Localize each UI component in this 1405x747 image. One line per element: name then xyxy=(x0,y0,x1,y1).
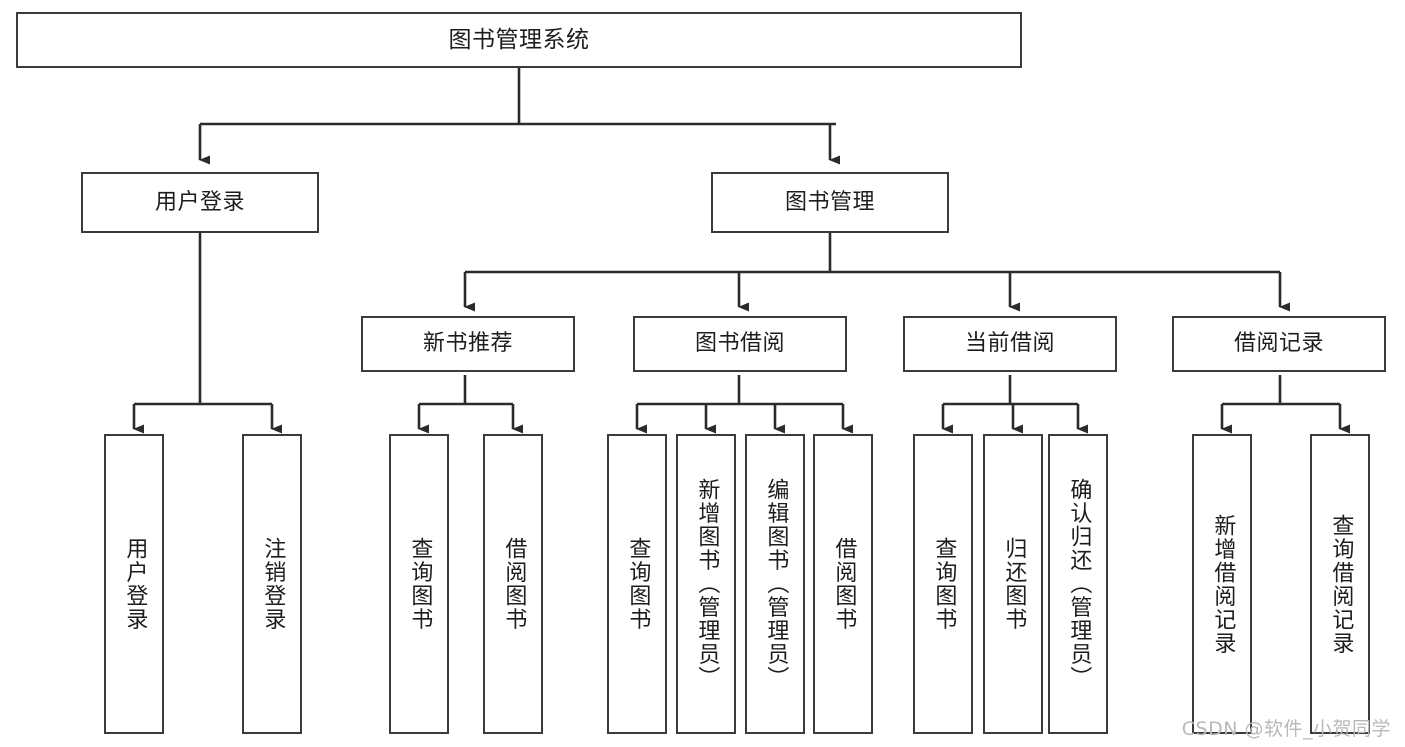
node-book-manage[interactable]: 图书管理 xyxy=(711,172,949,233)
node-leaf-newbook-query-books[interactable]: 查询图书 xyxy=(389,434,449,734)
node-current-borrow[interactable]: 当前借阅 xyxy=(903,316,1117,372)
node-borrow-record-label: 借阅记录 xyxy=(1233,331,1324,357)
node-leaf-bookborrow-edit-book-label: 编辑图书（管理员） xyxy=(763,478,789,690)
node-leaf-currentborrow-return-book-label: 归还图书 xyxy=(1001,537,1027,631)
node-leaf-bookborrow-edit-book[interactable]: 编辑图书（管理员） xyxy=(745,434,805,734)
node-user-login[interactable]: 用户登录 xyxy=(81,172,319,233)
node-leaf-currentborrow-confirm-return[interactable]: 确认归还（管理员） xyxy=(1048,434,1108,734)
node-leaf-logout-label: 注销登录 xyxy=(260,537,286,631)
node-leaf-newbook-borrow-books[interactable]: 借阅图书 xyxy=(483,434,543,734)
node-leaf-bookborrow-borrow-book-label: 借阅图书 xyxy=(831,537,857,631)
node-root-system[interactable]: 图书管理系统 xyxy=(16,12,1022,68)
node-leaf-logout[interactable]: 注销登录 xyxy=(242,434,302,734)
node-leaf-bookborrow-query-books-label: 查询图书 xyxy=(625,537,651,631)
node-leaf-record-query[interactable]: 查询借阅记录 xyxy=(1310,434,1370,734)
node-leaf-bookborrow-query-books[interactable]: 查询图书 xyxy=(607,434,667,734)
node-leaf-user-login-label: 用户登录 xyxy=(122,537,148,631)
node-leaf-currentborrow-confirm-return-label: 确认归还（管理员） xyxy=(1066,478,1092,690)
node-root-system-label: 图书管理系统 xyxy=(448,26,590,53)
node-leaf-newbook-borrow-books-label: 借阅图书 xyxy=(501,537,527,631)
node-current-borrow-label: 当前借阅 xyxy=(964,331,1055,357)
node-new-book-recommend-label: 新书推荐 xyxy=(422,331,513,357)
node-leaf-currentborrow-query-books[interactable]: 查询图书 xyxy=(913,434,973,734)
node-book-borrow[interactable]: 图书借阅 xyxy=(633,316,847,372)
watermark-text: CSDN @软件_小贺同学 xyxy=(1181,718,1391,740)
node-leaf-currentborrow-return-book[interactable]: 归还图书 xyxy=(983,434,1043,734)
node-new-book-recommend[interactable]: 新书推荐 xyxy=(361,316,575,372)
node-book-borrow-label: 图书借阅 xyxy=(694,331,785,357)
node-leaf-bookborrow-borrow-book[interactable]: 借阅图书 xyxy=(813,434,873,734)
node-leaf-record-add-label: 新增借阅记录 xyxy=(1210,513,1236,655)
node-leaf-record-add[interactable]: 新增借阅记录 xyxy=(1192,434,1252,734)
node-user-login-label: 用户登录 xyxy=(154,189,245,215)
node-leaf-currentborrow-query-books-label: 查询图书 xyxy=(931,537,957,631)
node-leaf-user-login[interactable]: 用户登录 xyxy=(104,434,164,734)
node-leaf-record-query-label: 查询借阅记录 xyxy=(1328,513,1354,655)
node-borrow-record[interactable]: 借阅记录 xyxy=(1172,316,1386,372)
node-book-manage-label: 图书管理 xyxy=(784,189,875,215)
node-leaf-bookborrow-add-book-label: 新增图书（管理员） xyxy=(694,478,720,690)
node-leaf-bookborrow-add-book[interactable]: 新增图书（管理员） xyxy=(676,434,736,734)
node-leaf-newbook-query-books-label: 查询图书 xyxy=(407,537,433,631)
